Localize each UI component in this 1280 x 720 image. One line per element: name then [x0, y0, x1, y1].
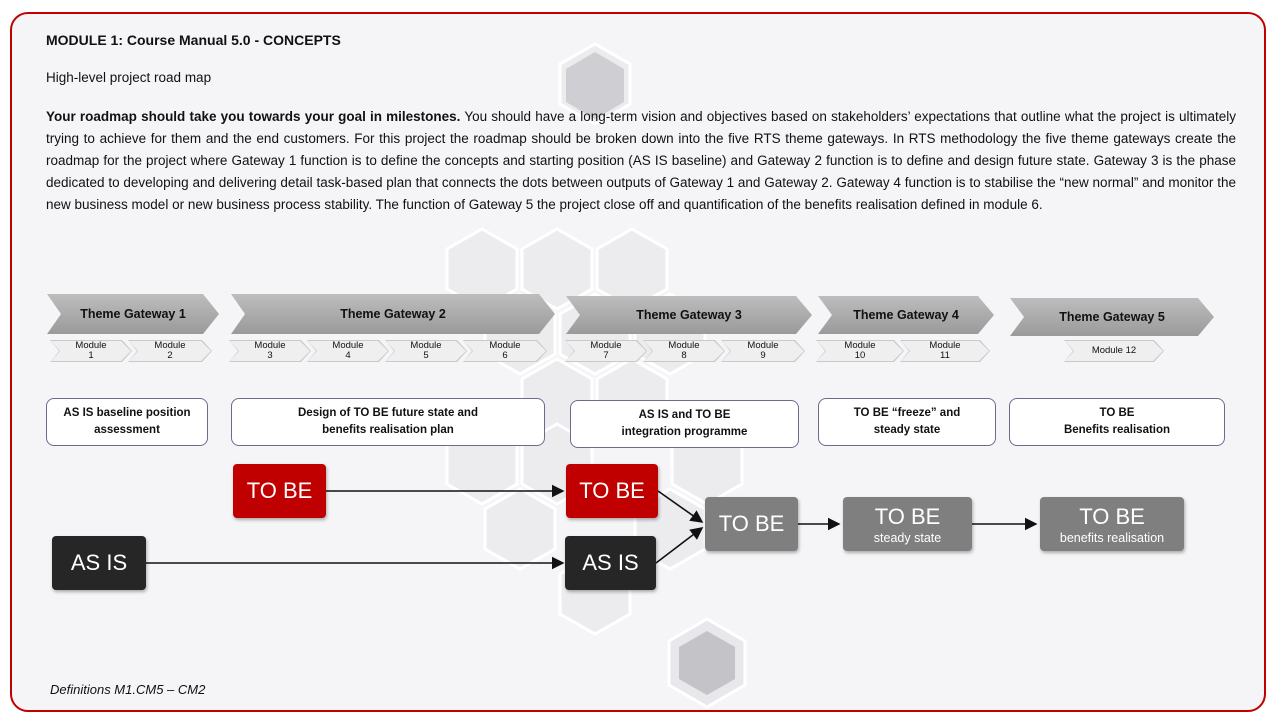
gateway-5-chevron: Theme Gateway 5	[1010, 298, 1214, 336]
intro-body: You should have a long-term vision and o…	[46, 109, 1236, 212]
intro-lead: Your roadmap should take you towards you…	[46, 109, 461, 124]
to-be-box: TO BE	[705, 497, 798, 551]
footer-definitions: Definitions M1.CM5 – CM2	[50, 682, 206, 697]
intro-paragraph: Your roadmap should take you towards you…	[46, 106, 1236, 216]
gateway-2-chevron: Theme Gateway 2	[231, 294, 555, 334]
to-be-box: TO BE	[566, 464, 658, 518]
page-subtitle: High-level project road map	[46, 70, 212, 85]
to-be-box: TO BE	[233, 464, 326, 518]
slide-frame: MODULE 1: Course Manual 5.0 - CONCEPTS H…	[10, 12, 1266, 712]
module-label: Module 12	[1091, 345, 1137, 356]
as-is-box: AS IS	[565, 536, 656, 590]
page-title: MODULE 1: Course Manual 5.0 - CONCEPTS	[46, 32, 341, 48]
gateway-1-chevron: Theme Gateway 1	[47, 294, 219, 334]
as-is-box: AS IS	[52, 536, 146, 590]
gateway-3-chevron: Theme Gateway 3	[566, 296, 812, 334]
flow-arrows	[146, 484, 1038, 570]
gateway-4-chevron: Theme Gateway 4	[818, 296, 994, 334]
module-chevron: Module 12	[1064, 340, 1164, 362]
